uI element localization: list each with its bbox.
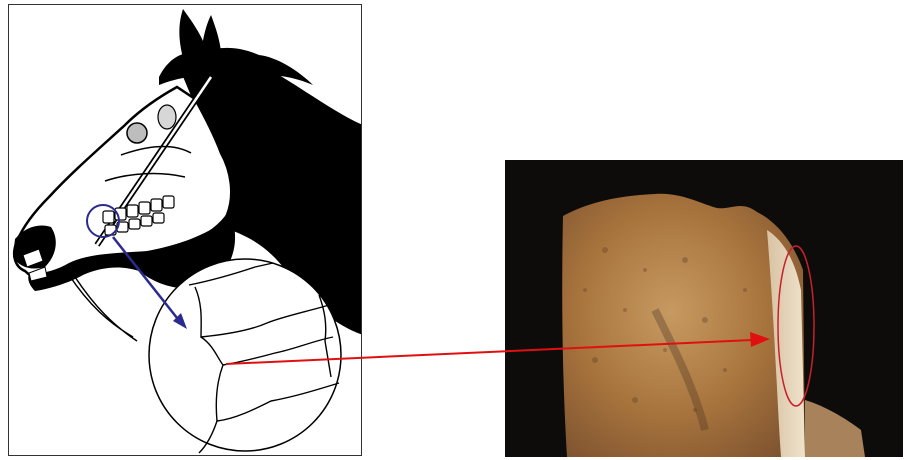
- horse-diagram-panel: [8, 4, 362, 456]
- lead-rope: [69, 275, 137, 341]
- tooth-photo-panel: [505, 160, 903, 457]
- horse-head-drawing: [9, 5, 362, 456]
- cheek-patch: [158, 105, 176, 129]
- tooth-photo: [505, 160, 903, 457]
- horse-ear-right: [201, 15, 221, 67]
- tooth-root: [805, 400, 865, 457]
- magnified-tooth-circle: [149, 259, 341, 451]
- eye-socket: [127, 123, 147, 143]
